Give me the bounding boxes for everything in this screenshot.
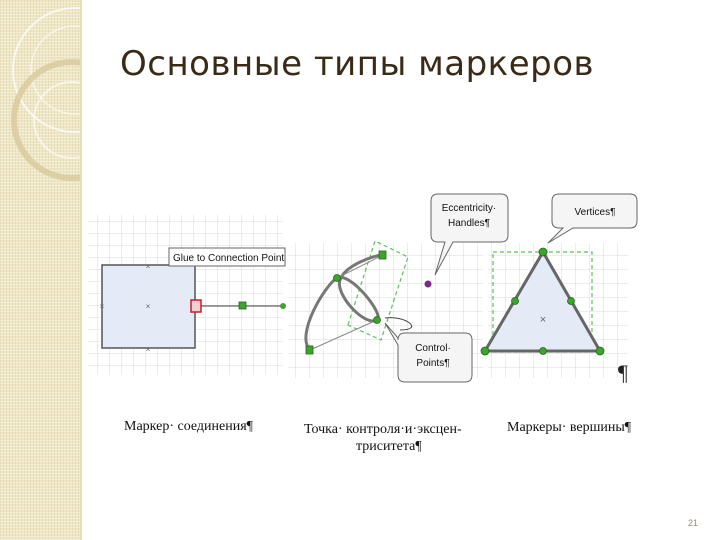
caption-vertex-markers: Маркеры· вершины¶ <box>507 420 632 435</box>
decorative-sidebar <box>0 0 80 540</box>
midpoint-handle[interactable] <box>511 297 519 305</box>
rectangle-shape <box>101 264 196 349</box>
panel-connection-marker: × × × × Glue to Connection Point <box>88 215 286 375</box>
control-point-handle[interactable] <box>333 274 341 282</box>
callout-eccentricity-line2: Handles¶ <box>448 218 490 229</box>
tooltip-glue-text: Glue to Connection Point <box>173 253 284 264</box>
connection-x-icon: × <box>100 302 105 311</box>
endpoint-handle[interactable] <box>305 345 314 355</box>
connector-endpoint-handle[interactable] <box>280 303 286 309</box>
decorative-circles <box>11 7 80 181</box>
pilcrow-mark: ¶ <box>618 360 628 385</box>
page-number: 21 <box>688 518 699 528</box>
connector-midpoint-handle[interactable] <box>238 301 247 310</box>
callout-pointer <box>384 317 413 331</box>
callout-control-points: Control· Points¶ <box>384 322 473 383</box>
callout-eccentricity-line1: Eccentricity· <box>442 203 496 214</box>
callout-vertices-text: Vertices¶ <box>575 207 616 218</box>
connection-x-icon: × <box>146 345 151 354</box>
panel-vertices: × ¶ <box>480 243 628 385</box>
glue-point-icon[interactable] <box>190 299 202 313</box>
eccentricity-handle[interactable] <box>424 280 432 288</box>
callout-vertices: Vertices¶ <box>547 193 638 244</box>
callout-control-line1: Control· <box>415 343 451 354</box>
center-x-icon: × <box>540 314 546 326</box>
midpoint-handle[interactable] <box>567 297 575 305</box>
midpoint-handle[interactable] <box>539 347 547 355</box>
marker-figure: × × × × Glue to Connection Point <box>85 185 645 400</box>
caption-connection-marker: Маркер· соединения¶ <box>124 419 253 434</box>
caption-control-line2: триситета¶ <box>356 439 422 454</box>
sidebar-divider <box>80 0 82 540</box>
tooltip-glue <box>168 247 286 267</box>
vertex-handle[interactable] <box>538 247 548 257</box>
control-handle-line <box>336 254 384 279</box>
control-handle-line <box>309 319 378 351</box>
callout-control-line2: Points¶ <box>416 358 449 369</box>
control-point-handle[interactable] <box>373 316 381 324</box>
connection-x-icon: × <box>146 262 151 271</box>
center-x-icon: × <box>146 302 151 311</box>
vertex-handle[interactable] <box>480 346 490 356</box>
vertex-handle[interactable] <box>595 346 605 356</box>
slide-title: Основные типы маркеров <box>120 44 595 84</box>
endpoint-handle[interactable] <box>378 250 387 260</box>
selection-dashed-box <box>347 240 409 341</box>
caption-control-line1: Точка· контроля·и·эксцен- <box>304 422 462 437</box>
callout-eccentricity: Eccentricity· Handles¶ <box>430 193 509 276</box>
